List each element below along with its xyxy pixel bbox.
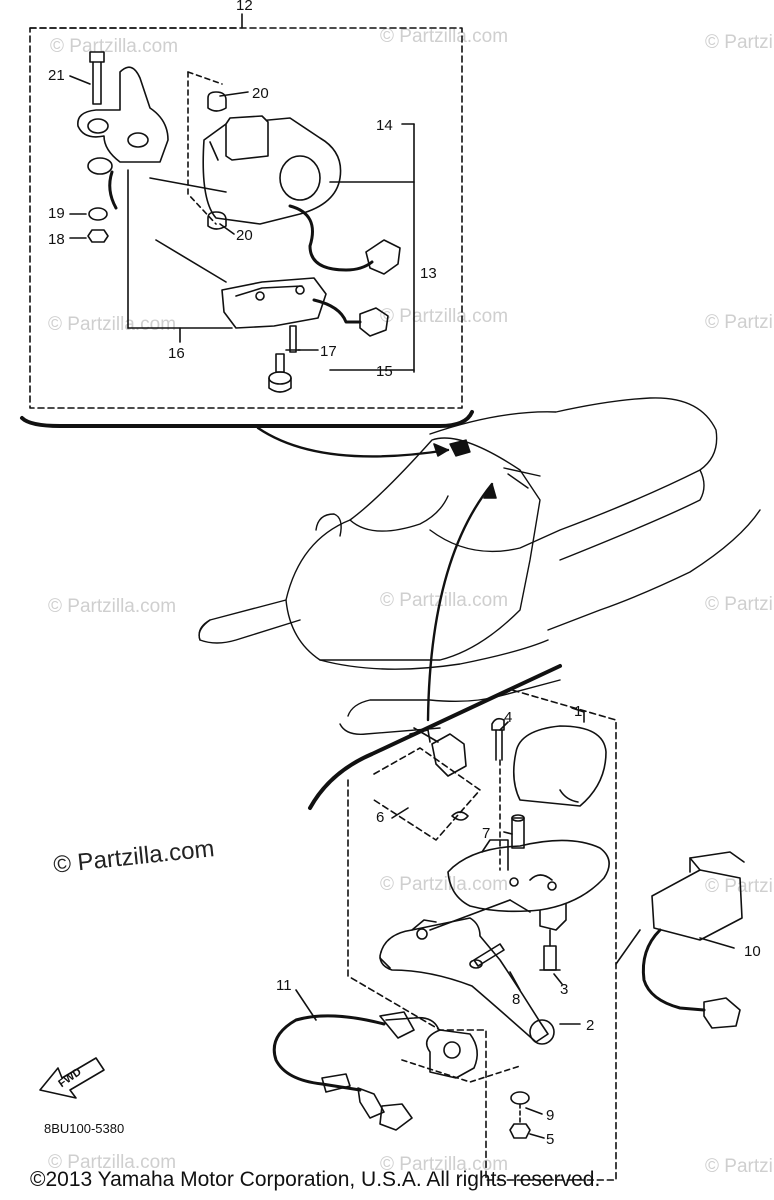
callout-7: 7 <box>482 825 490 842</box>
nut-18 <box>87 229 109 243</box>
nut-5 <box>509 1123 531 1139</box>
callout-20-bottom: 20 <box>236 227 253 244</box>
lower-bracket <box>308 664 562 810</box>
bg-watermark: © Partzilla.com <box>705 32 774 53</box>
switch-11 <box>425 1029 478 1079</box>
diagram-code: 8BU100-5380 <box>44 1121 125 1136</box>
callout-17: 17 <box>320 343 337 360</box>
callout-14: 14 <box>376 117 393 134</box>
bg-watermark: © Partzilla.com <box>705 312 774 333</box>
bolt-3 <box>543 945 557 971</box>
bolt-21 <box>89 51 105 63</box>
switch-unit-14 <box>202 117 342 225</box>
bg-watermark: © Partzilla.com <box>380 590 508 611</box>
inset-leader-arrow <box>256 426 450 458</box>
callout-10: 10 <box>744 943 761 960</box>
callout-3: 3 <box>560 981 568 998</box>
bg-watermark: © Partzilla.com <box>380 874 508 895</box>
copyright-notice: ©2013 Yamaha Motor Corporation, U.S.A. A… <box>30 1168 601 1191</box>
callout-19: 19 <box>48 205 65 222</box>
callout-6: 6 <box>376 809 384 826</box>
brake-lever-2 <box>379 917 549 1043</box>
grommet-20-bottom <box>207 211 227 230</box>
bolt-4 <box>491 717 505 731</box>
callout-8: 8 <box>512 991 520 1008</box>
lever-ball <box>529 1019 555 1045</box>
callout-4: 4 <box>504 709 512 726</box>
callout-2: 2 <box>586 1017 594 1034</box>
switch-bore <box>279 155 321 201</box>
mount-bracket <box>77 66 169 163</box>
part-6-block <box>431 733 467 777</box>
bg-watermark: © Partzilla.com <box>705 1156 774 1177</box>
lower-assembly-1: 4 1 6 7 10 3 8 11 2 9 5 <box>272 689 761 1181</box>
callout-16: 16 <box>168 345 185 362</box>
coupler-11 <box>379 1103 413 1131</box>
bg-watermark: © Partzilla.com <box>48 1152 176 1173</box>
washer-19 <box>88 207 108 221</box>
collar-7 <box>511 817 525 849</box>
forward-arrow-icon <box>39 1057 105 1099</box>
inset-assembly-12: 12 21 20 14 19 20 18 13 17 16 15 <box>20 0 474 458</box>
callout-12: 12 <box>236 0 253 14</box>
bolt-15 <box>268 371 292 385</box>
callout-9: 9 <box>546 1107 554 1124</box>
bg-watermark: © Partzilla.com <box>50 36 178 57</box>
bg-watermark: © Partzilla.com <box>380 26 508 47</box>
lever-bracket <box>447 839 610 913</box>
callout-1: 1 <box>574 703 582 720</box>
coupler-16 <box>359 307 389 337</box>
bg-watermark: © Partzilla.com <box>380 306 508 327</box>
bg-watermark: © Partzilla.com <box>705 876 774 897</box>
lever-cover <box>512 725 607 807</box>
watermark-grid: © Partzilla.com © Partzilla.com © Partzi… <box>48 26 774 1177</box>
callout-20-top: 20 <box>252 85 269 102</box>
bg-watermark: © Partzilla.com <box>48 596 176 617</box>
callout-13: 13 <box>420 265 437 282</box>
callout-15: 15 <box>376 363 393 380</box>
washer-9 <box>510 1091 530 1105</box>
coupler-14 <box>365 239 401 275</box>
bg-watermark: © Partzilla.com <box>705 594 774 615</box>
inset-dashed-frame <box>29 27 463 409</box>
part-6-frame <box>373 747 481 841</box>
callout-5: 5 <box>546 1131 554 1148</box>
bg-watermark: © Partzilla.com <box>48 314 176 335</box>
inset-bracket <box>20 410 474 428</box>
bg-watermark: © Partzilla.com <box>380 1154 508 1175</box>
switch-16 <box>221 277 327 329</box>
callout-18: 18 <box>48 231 65 248</box>
callout-11: 11 <box>276 977 292 994</box>
lower-leader-arrow <box>426 482 494 722</box>
snowmobile-outline <box>198 397 761 735</box>
coupler-10 <box>703 997 741 1029</box>
callout-21: 21 <box>48 67 65 84</box>
assembly-1-frame <box>347 689 617 1181</box>
